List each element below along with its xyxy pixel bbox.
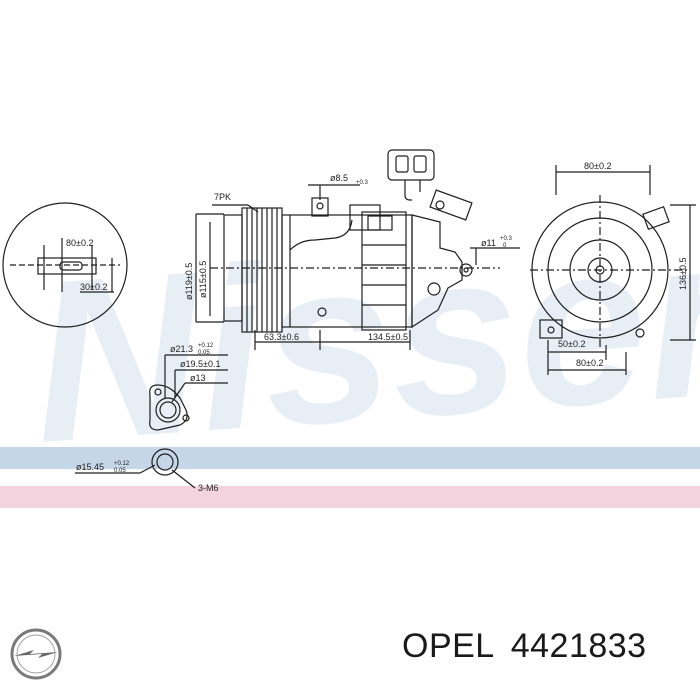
brand-name: OPEL (402, 627, 495, 665)
flange-detail (75, 354, 228, 489)
label-front-height: 136±0.5 (678, 258, 688, 290)
label-len-a: 63.3±0.6 (264, 332, 299, 342)
opel-blitz-icon (10, 628, 62, 680)
label-flange-d2: ø19.5±0.1 (180, 359, 220, 369)
label-flange-d4-tol-bot: 0.05 (114, 468, 126, 474)
compressor-front-view (530, 165, 696, 375)
blue-stripe (0, 447, 700, 469)
label-port-tol-top: +0.3 (500, 236, 513, 242)
label-detail-width: 80±0.2 (66, 238, 93, 248)
label-flange-d1-tol-bot: 0.05 (198, 350, 210, 356)
label-pulley-type: 7PK (214, 192, 231, 202)
detail-view (2, 202, 128, 328)
pink-stripe (0, 486, 700, 508)
label-len-b: 134.5±0.5 (368, 332, 408, 342)
label-pulley-inner: ø115±0.5 (198, 261, 208, 298)
label-flange-d3: ø13 (190, 373, 206, 383)
label-connector-dia: ø8.5 (330, 173, 348, 183)
label-port-dia: ø11 (481, 238, 496, 248)
label-connector-tol: +0.3 (356, 180, 369, 186)
label-front-bottom-b: 80±0.2 (576, 358, 603, 368)
label-pulley-outer: ø119±0.5 (184, 263, 194, 300)
label-flange-d4: ø15.45 (76, 462, 104, 472)
label-flange-d4-tol-top: +0.12 (114, 461, 130, 467)
label-flange-d1-tol-top: +0.12 (198, 343, 214, 349)
label-front-width-top: 80±0.2 (584, 161, 611, 171)
product-caption: OPEL 4421833 (402, 616, 692, 676)
label-flange-d1: ø21.3 (170, 344, 193, 354)
compressor-side-view (195, 149, 520, 350)
label-detail-height: 30±0.2 (80, 282, 107, 292)
label-port-tol-bot: 0 (503, 243, 507, 249)
part-number: 4421833 (510, 627, 647, 665)
label-front-bottom-a: 50±0.2 (558, 339, 585, 349)
label-thread: 3-M6 (198, 483, 219, 493)
